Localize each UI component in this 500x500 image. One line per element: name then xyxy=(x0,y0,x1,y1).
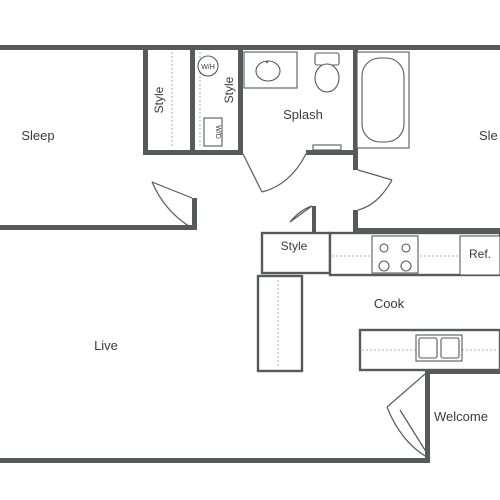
fridge-label: Ref. xyxy=(469,247,491,261)
room-label-live: Live xyxy=(94,338,118,353)
walls xyxy=(0,45,500,463)
closets xyxy=(171,52,332,275)
kitchen xyxy=(256,231,500,373)
room-label-splash: Splash xyxy=(283,107,323,122)
closet-label-style-laundry: Style xyxy=(222,76,236,103)
water-heater-label: W/H xyxy=(201,64,215,71)
room-label-cook: Cook xyxy=(374,296,405,311)
room-label-welcome: Welcome xyxy=(434,409,488,424)
bath-fixtures xyxy=(243,51,410,151)
room-label-sleep-right: Sle xyxy=(479,128,498,143)
closet-label-style-kitchen: Style xyxy=(281,239,308,253)
closet-label-style-left: Style xyxy=(152,86,166,113)
door-swings xyxy=(151,153,431,459)
labels: Sleep Sle Splash Live Cook Welcome Style… xyxy=(21,64,497,424)
room-label-sleep-left: Sleep xyxy=(21,128,54,143)
washer-dryer-label: W/D xyxy=(214,125,221,139)
